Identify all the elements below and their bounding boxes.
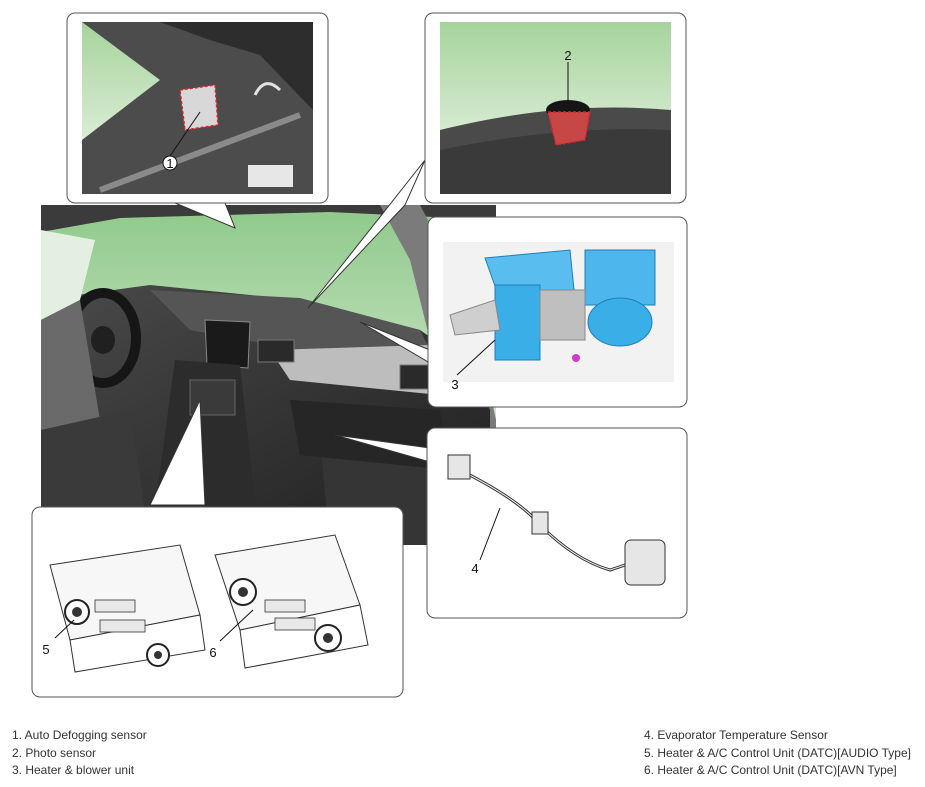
callout-3: 3 [451, 377, 458, 392]
control-unit-avn-type [214, 534, 369, 669]
callout-5: 5 [42, 642, 49, 657]
panel-photo-sensor: 2 [424, 12, 687, 204]
legend-item-6: 6. Heater & A/C Control Unit (DATC)[AVN … [644, 763, 897, 777]
legend-left: 1. Auto Defogging sensor 2. Photo sensor… [12, 727, 147, 780]
callout-4: 4 [471, 561, 478, 576]
panel-control-units: 5 6 [31, 506, 404, 698]
callout-2: 2 [564, 48, 571, 63]
legend-item-4: 4. Evaporator Temperature Sensor [644, 728, 828, 742]
legend-item-2: 2. Photo sensor [12, 745, 97, 760]
callout-6: 6 [209, 645, 216, 660]
control-unit-audio-type [49, 544, 206, 673]
panel-heater-blower-unit: 3 [427, 216, 688, 408]
legend-item-5: 5. Heater & A/C Control Unit (DATC)[AUDI… [644, 745, 911, 760]
interior-photo [41, 205, 496, 545]
components-location-diagram: 1 2 3 4 [31, 12, 688, 698]
callout-1: 1 [166, 156, 173, 171]
panel-auto-defogging-sensor: 1 [66, 12, 329, 204]
legend-item-1: 1. Auto Defogging sensor [12, 728, 147, 742]
panel-evaporator-temperature-sensor: 4 [426, 427, 688, 619]
legend-right: 4. Evaporator Temperature Sensor 5. Heat… [644, 727, 911, 780]
callout-leaders [149, 159, 431, 506]
legend-item-3: 3. Heater & blower unit [12, 763, 135, 777]
